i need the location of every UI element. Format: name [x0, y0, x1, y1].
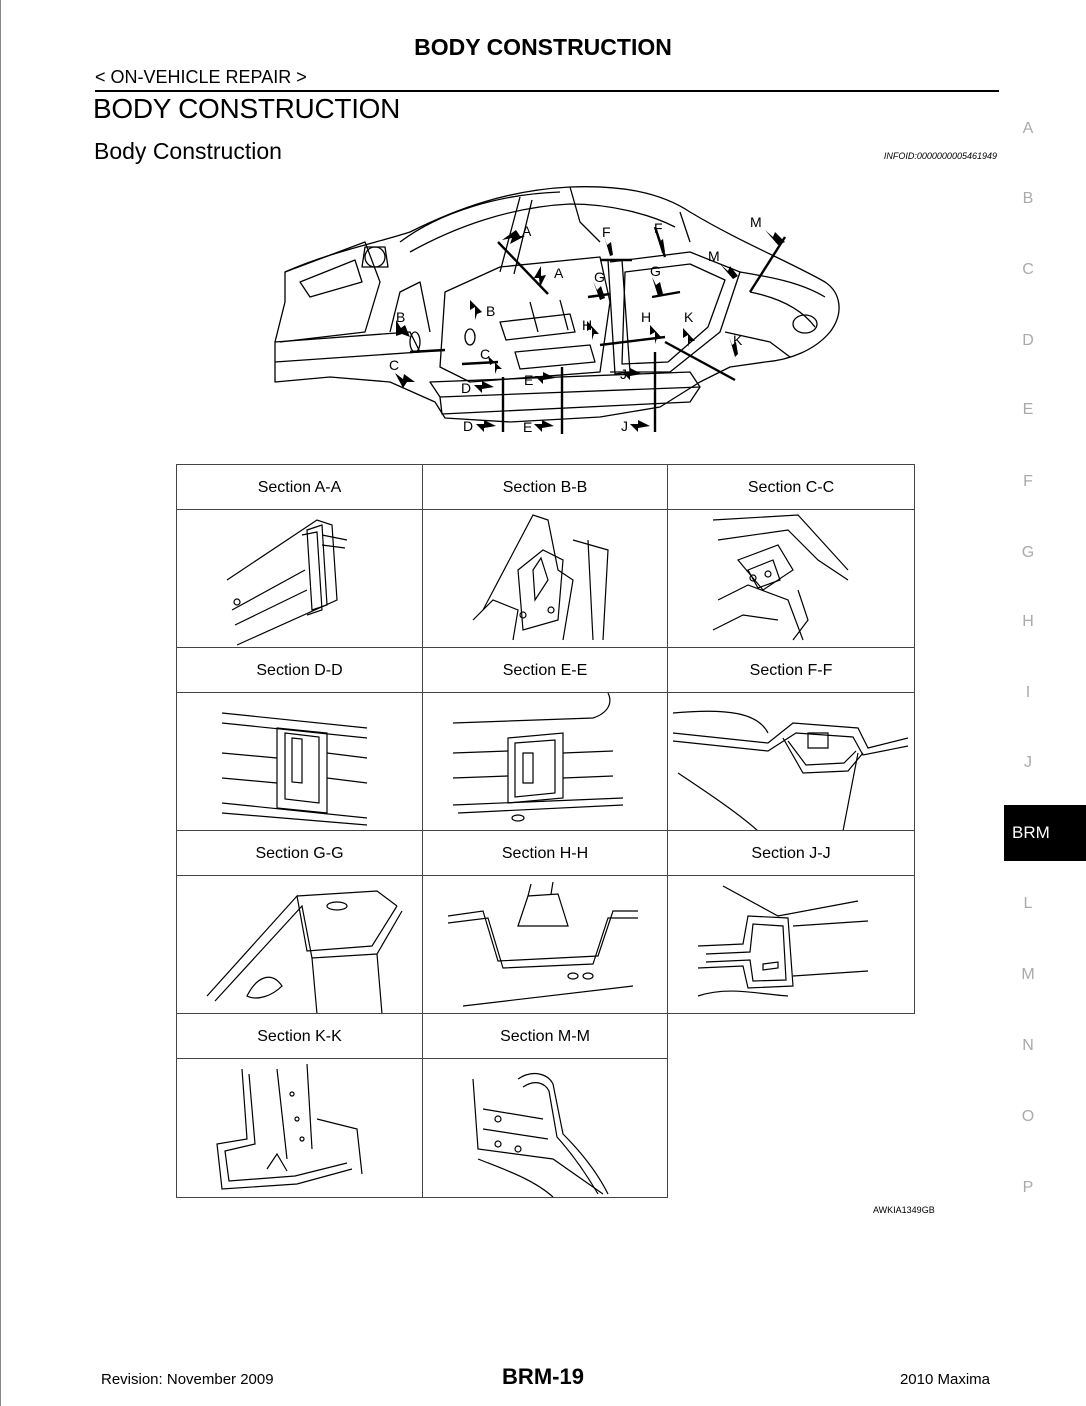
- section-label: Section E-E: [423, 648, 667, 693]
- callout-d: D: [461, 380, 471, 396]
- callout-f: F: [602, 224, 611, 240]
- section-art-m-m: [423, 1059, 667, 1197]
- section-label: Section C-C: [668, 465, 914, 510]
- callout-g: G: [650, 263, 661, 279]
- callout-f: F: [654, 220, 663, 236]
- side-index-letter[interactable]: D: [1022, 332, 1034, 349]
- section-cell-b-b: Section B-B: [422, 464, 668, 648]
- callout-m: M: [708, 248, 720, 264]
- section-label: Section G-G: [177, 831, 422, 876]
- side-index-letter[interactable]: E: [1022, 401, 1034, 418]
- callout-c: C: [480, 346, 490, 362]
- callout-h: H: [582, 317, 592, 333]
- side-index-letter[interactable]: N: [1022, 1037, 1034, 1054]
- section-art-b-b: [423, 510, 667, 648]
- header-rule: [95, 90, 999, 92]
- section-label: Section J-J: [668, 831, 914, 876]
- side-index-letter[interactable]: L: [1023, 895, 1033, 912]
- section-cell-m-m: Section M-M: [422, 1013, 668, 1198]
- figure-code: AWKIA1349GB: [873, 1205, 935, 1215]
- callout-b: B: [486, 303, 495, 319]
- breadcrumb[interactable]: < ON-VEHICLE REPAIR >: [95, 67, 307, 87]
- section-label: Section D-D: [177, 648, 422, 693]
- section-cell-k-k: Section K-K: [176, 1013, 423, 1198]
- body-shell-diagram: A A B B C C D D E E F F G G H H J J K K …: [270, 182, 850, 444]
- callout-d: D: [463, 418, 473, 434]
- callout-m: M: [750, 214, 762, 230]
- section-cell-h-h: Section H-H: [422, 830, 668, 1014]
- section-cell-d-d: Section D-D: [176, 647, 423, 831]
- side-index-letter[interactable]: G: [1021, 544, 1035, 561]
- section-cell-f-f: Section F-F: [667, 647, 915, 831]
- section-art-e-e: [423, 693, 667, 831]
- section-art-j-j: [668, 876, 914, 1014]
- footer-page-number: BRM-19: [502, 1364, 584, 1389]
- callout-g: G: [594, 269, 605, 285]
- section-cell-g-g: Section G-G: [176, 830, 423, 1014]
- section-label: Section F-F: [668, 648, 914, 693]
- callout-j: J: [620, 366, 627, 382]
- side-index: A B C D E F G H I J BRM L M N O P: [1004, 0, 1086, 1406]
- section-label: Section M-M: [423, 1014, 667, 1059]
- section-art-h-h: [423, 876, 667, 1014]
- callout-a: A: [554, 265, 564, 281]
- side-index-letter[interactable]: B: [1022, 190, 1034, 207]
- side-index-letter[interactable]: O: [1021, 1108, 1035, 1125]
- side-index-letter[interactable]: A: [1022, 120, 1034, 137]
- footer-model: 2010 Maxima: [899, 1371, 990, 1388]
- callout-h: H: [641, 309, 651, 325]
- side-index-letter[interactable]: J: [1024, 754, 1032, 771]
- side-index-letter[interactable]: I: [1025, 684, 1031, 701]
- section-art-d-d: [177, 693, 422, 831]
- section-art-a-a: [177, 510, 422, 648]
- page-subtitle: Body Construction: [94, 138, 282, 164]
- page-edge: [0, 0, 1, 1406]
- section-art-g-g: [177, 876, 422, 1014]
- callout-k: K: [684, 309, 694, 325]
- callout-k: K: [733, 332, 743, 348]
- section-cell-a-a: Section A-A: [176, 464, 423, 648]
- section-label: Section A-A: [177, 465, 422, 510]
- section-art-f-f: [668, 693, 914, 831]
- callout-b: B: [396, 309, 405, 325]
- running-title: BODY CONSTRUCTION: [414, 34, 672, 60]
- section-label: Section H-H: [423, 831, 667, 876]
- section-cell-j-j: Section J-J: [667, 830, 915, 1014]
- callout-e: E: [524, 372, 533, 388]
- section-cell-c-c: Section C-C: [667, 464, 915, 648]
- side-index-active-label: BRM: [1012, 823, 1050, 842]
- footer-revision: Revision: November 2009: [101, 1371, 274, 1388]
- callout-j: J: [621, 418, 628, 434]
- side-index-active-tab[interactable]: BRM: [1004, 805, 1086, 861]
- side-index-letter[interactable]: F: [1023, 473, 1033, 490]
- callout-c: C: [389, 357, 399, 373]
- section-label: Section B-B: [423, 465, 667, 510]
- section-label: Section K-K: [177, 1014, 422, 1059]
- side-index-letter[interactable]: C: [1022, 261, 1034, 278]
- info-id: INFOID:0000000005461949: [883, 151, 997, 161]
- section-art-k-k: [177, 1059, 422, 1197]
- callout-e: E: [523, 419, 532, 435]
- callout-a: A: [522, 223, 532, 239]
- page-title: BODY CONSTRUCTION: [93, 93, 401, 124]
- section-art-c-c: [668, 510, 914, 648]
- side-index-letter[interactable]: M: [1021, 966, 1035, 983]
- side-index-letter[interactable]: P: [1022, 1179, 1034, 1196]
- side-index-letter[interactable]: H: [1022, 613, 1034, 630]
- section-cell-e-e: Section E-E: [422, 647, 668, 831]
- diagram-callouts: A A B B C C D D E E F F G G H H J J K K …: [389, 214, 762, 435]
- section-grid: Section A-A Section B-B: [176, 464, 915, 1198]
- body-shell-illustration: A A B B C C D D E E F F G G H H J J K K …: [274, 186, 840, 435]
